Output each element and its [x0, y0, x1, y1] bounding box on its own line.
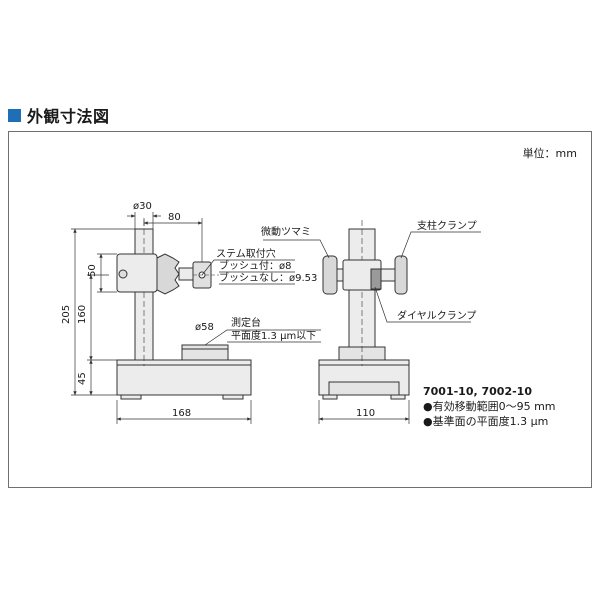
dim-base-height: 45 [77, 372, 88, 385]
label-table: 測定台 [231, 316, 261, 329]
dim-height-205: 205 [61, 305, 72, 324]
dimension-drawing: ø30 80 50 160 205 45 168 ø58 ステム取付穴 ブッシュ… [61, 201, 481, 424]
front-knob [156, 253, 180, 295]
spec-flatness: ●基準面の平面度1.3 µm [423, 415, 549, 428]
section-header: 外観寸法図 [8, 104, 110, 126]
label-fine-knob: 微動ツマミ [261, 225, 311, 238]
side-dial-clamp [370, 268, 382, 290]
front-dimensions [71, 212, 321, 424]
label-without-bush: ブッシュなし：ø9.53 [219, 271, 317, 284]
dim-base-width-side: 110 [356, 408, 375, 419]
side-dim-texts: 微動ツマミ 支柱クランプ ダイヤルクランプ 110 [261, 219, 477, 419]
label-stem-hole: ステム取付穴 [216, 247, 276, 260]
spec-notes: 7001-10, 7002-10 ●有効移動範囲0～95 mm ●基準面の平面度… [423, 384, 556, 429]
front-dim-texts: ø30 80 50 160 205 45 168 ø58 ステム取付穴 ブッシュ… [61, 201, 317, 419]
spec-travel: ●有効移動範囲0～95 mm [423, 400, 556, 413]
front-table [181, 344, 229, 361]
unit-label: 単位：mm [522, 147, 577, 160]
dim-arm-height: 50 [87, 264, 98, 277]
side-pillar-clamp [394, 255, 408, 295]
dim-base-width-front: 168 [172, 408, 191, 419]
label-flatness: 平面度1.3 µm以下 [231, 329, 316, 342]
label-pillar-clamp: 支柱クランプ [417, 219, 477, 232]
model-number: 7001-10, 7002-10 [423, 385, 532, 398]
section-title: 外観寸法図 [27, 107, 110, 126]
header-square-icon [8, 108, 21, 122]
front-base [116, 359, 252, 396]
dim-height-160: 160 [77, 305, 88, 324]
label-with-bush: ブッシュ付：ø8 [219, 259, 291, 272]
front-view [116, 220, 252, 400]
label-dial-clamp: ダイヤルクランプ [397, 309, 476, 322]
dim-table-dia: ø58 [195, 322, 214, 333]
dim-pillar-dia: ø30 [133, 201, 152, 212]
drawing-frame: 単位：mm [8, 131, 592, 488]
side-fine-knob [322, 255, 338, 295]
dim-arm-reach: 80 [168, 212, 181, 223]
side-view [318, 220, 410, 400]
side-dimensions [263, 231, 481, 424]
